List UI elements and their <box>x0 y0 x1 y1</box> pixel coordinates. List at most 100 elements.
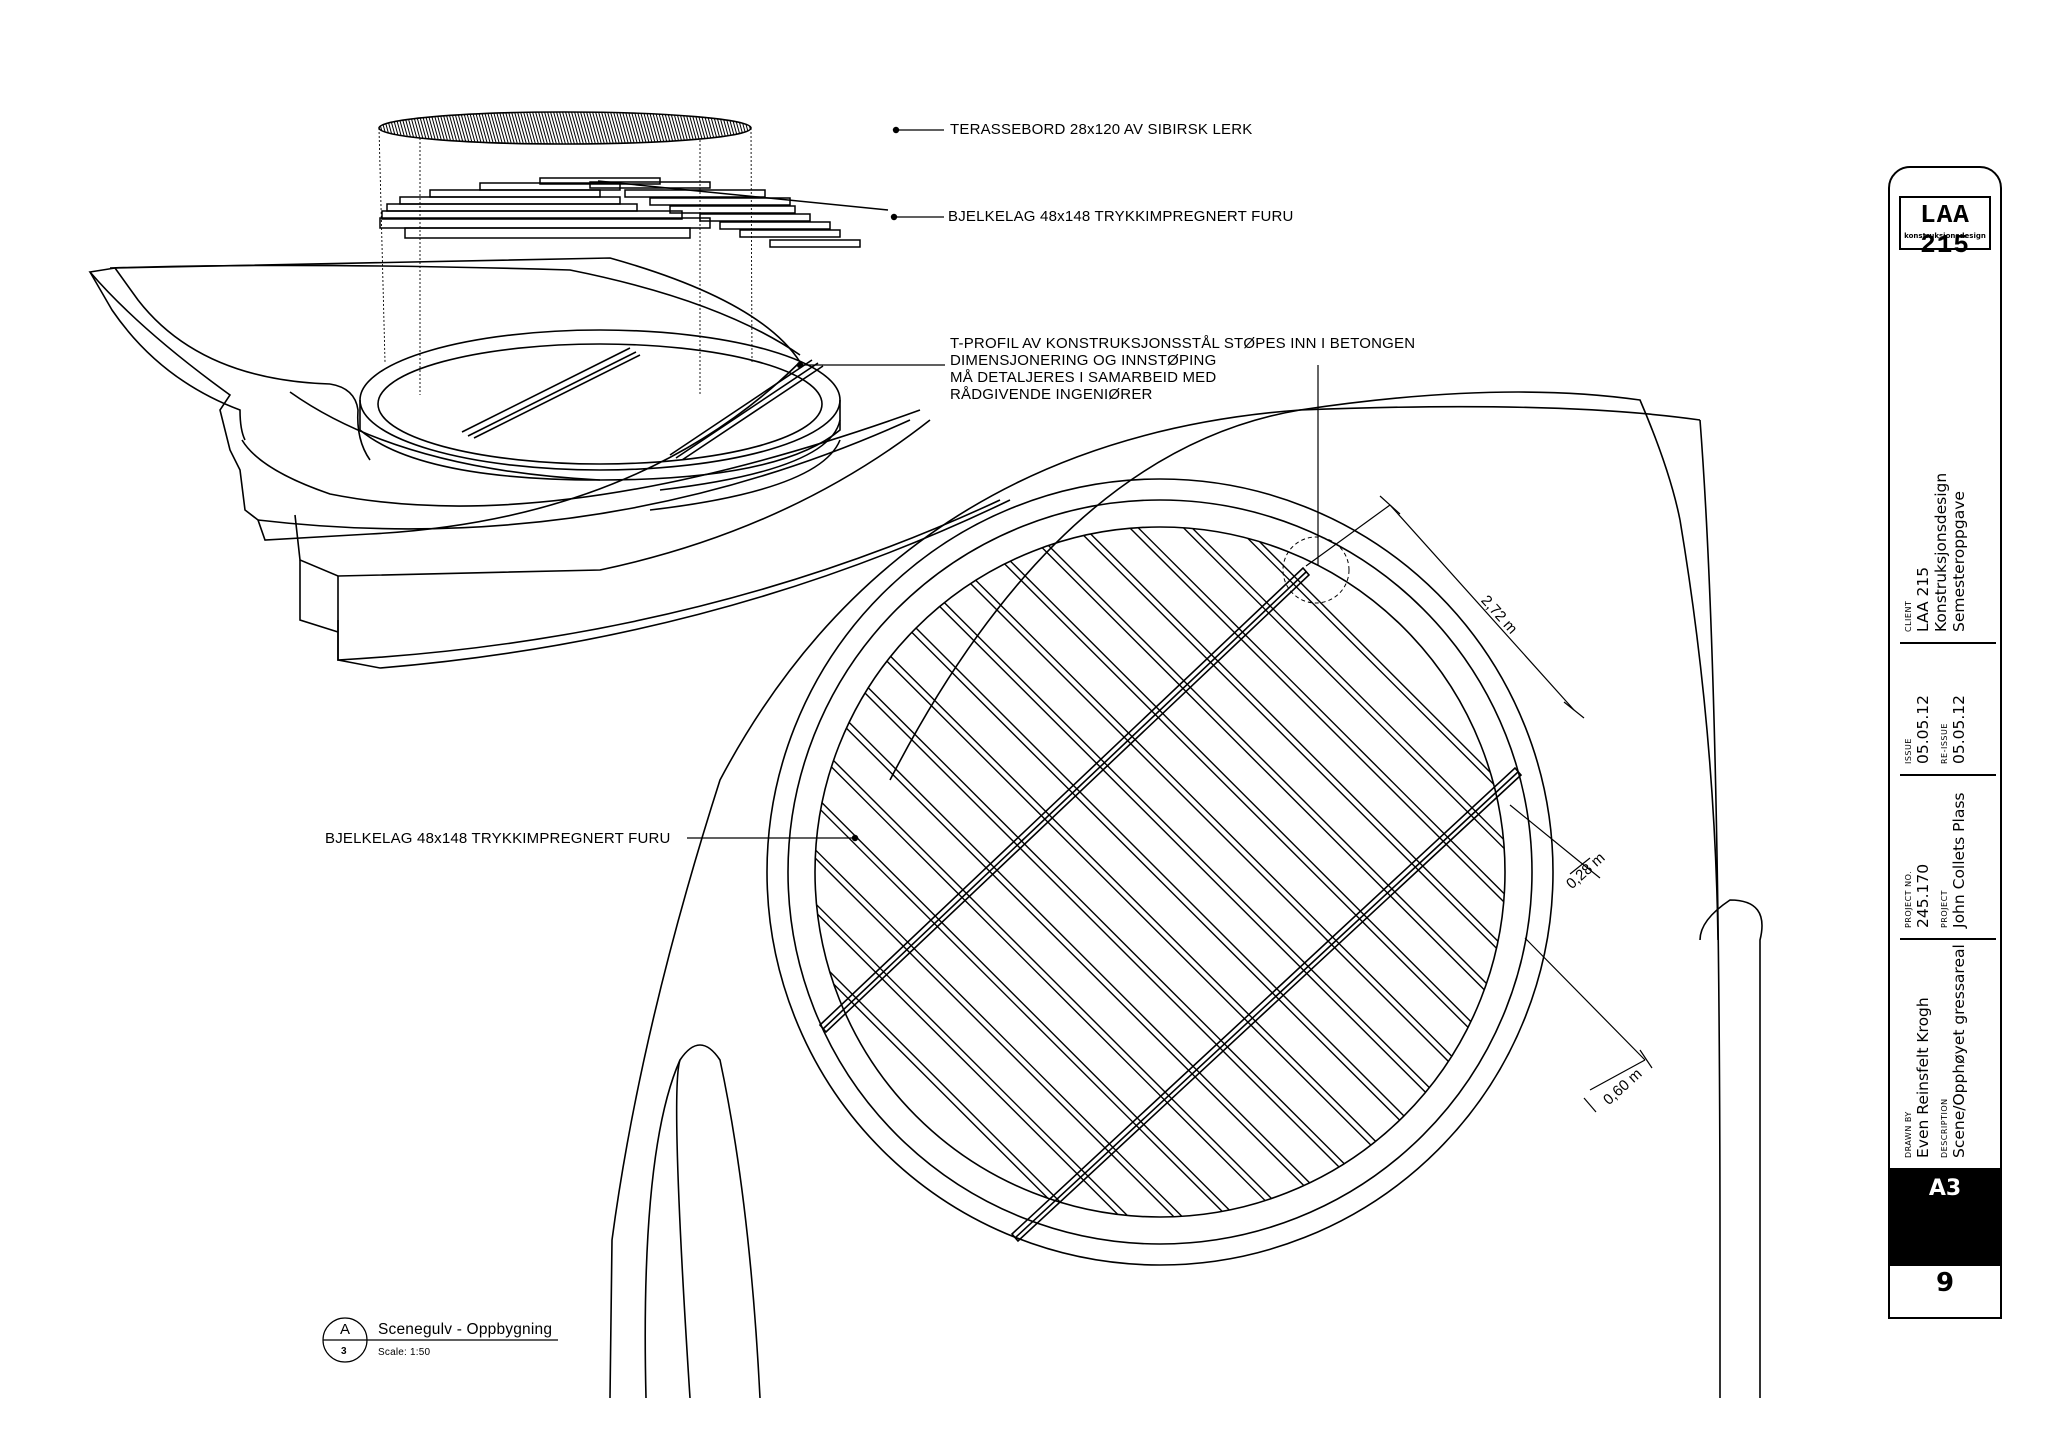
deck-hatch-line <box>495 112 507 144</box>
deck-hatch-line <box>618 112 630 144</box>
deck-hatch-line <box>555 112 567 144</box>
deck-hatch-line <box>552 112 564 144</box>
deck-hatch-line <box>621 112 633 144</box>
deck-hatch-line <box>519 112 531 144</box>
deck-board-edge <box>815 749 1283 1217</box>
deck-hatch-line <box>561 112 573 144</box>
deck-hatch-line <box>657 112 669 144</box>
deck-board-edge <box>815 723 1309 1217</box>
deck-hatch-line <box>564 112 576 144</box>
project-name: John Collets Plass <box>1950 792 1968 928</box>
deck-hatch-line <box>760 110 770 146</box>
deck-hatch-line <box>624 112 636 144</box>
joist-layer <box>379 177 889 248</box>
deck-hatch-line <box>585 112 597 144</box>
deck-hatch-line <box>462 112 474 144</box>
deck-hatch-line <box>486 112 498 144</box>
deck-board-edge <box>1037 527 1505 995</box>
deck-hatch-line <box>627 112 639 144</box>
deck-board-edge <box>815 803 1229 1217</box>
sheet-size: A3 <box>1928 1176 1962 1201</box>
deck-board-edge <box>979 527 1505 1053</box>
deck-board-edge <box>930 534 1498 1102</box>
deck-board-edge <box>984 527 1505 1048</box>
deck-hatch-line <box>579 112 591 144</box>
deck-hatch-line <box>600 112 612 144</box>
deck-board-edge <box>926 539 1493 1106</box>
deck-hatch-line <box>663 112 675 144</box>
project-no-label: PROJECT NO. <box>1904 870 1913 928</box>
deck-hatch-line <box>754 110 764 146</box>
deck-board-edge <box>953 527 1505 1079</box>
deck-hatch-line <box>528 112 540 144</box>
logo-subtext: konstruksjonsdesign <box>1904 232 1986 240</box>
deck-hatch-line <box>567 112 579 144</box>
deck-hatch-line <box>477 112 489 144</box>
drawn-by-label: DRAWN BY <box>1904 1111 1913 1158</box>
view-title: Scenegulv - Oppbygning <box>378 1321 553 1338</box>
deck-hatch-line <box>594 112 606 144</box>
deck-hatch-line <box>483 112 495 144</box>
deck-hatch-line <box>471 112 483 144</box>
sheet-size-box: A3 <box>1890 1168 2000 1266</box>
deck-hatch-line <box>513 112 525 144</box>
firm-logo: LAA 215 konstruksjonsdesign <box>1899 196 1991 260</box>
description: Scene/Opphøyet gressareal <box>1950 944 1968 1158</box>
t-profile-label-2: DIMENSJONERING OG INNSTØPING <box>950 352 1217 369</box>
deck-hatch-line <box>750 112 751 144</box>
deck-board-edge <box>1091 527 1505 941</box>
view-tag-symbol <box>322 1317 558 1363</box>
joist-label-top: BJELKELAG 48x148 TRYKKIMPREGNERT FURU <box>948 208 1294 225</box>
deck-hatch-line <box>468 112 480 144</box>
deck-hatch-line <box>525 112 537 144</box>
client-label: CLIENT <box>1904 600 1913 632</box>
deck-hatch-line <box>609 112 621 144</box>
deck-hatch-line <box>666 112 678 144</box>
deck-hatch-line <box>615 112 627 144</box>
deck-hatch-line <box>757 110 767 146</box>
deck-hatch-line <box>636 112 648 144</box>
view-scale: Scale: 1:50 <box>378 1347 431 1358</box>
reissue-label: RE-ISSUE <box>1940 723 1949 764</box>
issue-label: ISSUE <box>1904 738 1913 764</box>
deck-hatch-line <box>630 112 642 144</box>
deck-hatch-line <box>642 112 654 144</box>
deck-hatch-line <box>507 112 519 144</box>
leader-dots <box>796 126 900 842</box>
deck-hatch-line <box>645 112 657 144</box>
deck-hatch-line <box>573 112 585 144</box>
divider-project <box>1900 938 1996 940</box>
dimension-lines <box>1305 495 1653 1113</box>
deck-board-edge <box>815 807 1225 1217</box>
deck-board-edge <box>815 669 1363 1217</box>
deck-board-edge <box>1060 527 1505 972</box>
logo-text: LAA 215 <box>1920 200 1970 260</box>
description-label: DESCRIPTION <box>1940 1098 1949 1158</box>
deck-hatch-line <box>582 112 594 144</box>
deck-hatch-line <box>660 112 672 144</box>
deck-hatch-line <box>480 112 492 144</box>
view-tag-number: 3 <box>341 1346 347 1357</box>
deck-board-edge <box>899 566 1466 1133</box>
divider-client <box>1900 642 1996 644</box>
plan-view <box>609 365 1763 1399</box>
sheet-number: 9 <box>1935 1268 1955 1298</box>
project-label: PROJECT <box>1940 889 1949 928</box>
deck-board-edge <box>957 527 1505 1075</box>
deck-hatch-line <box>537 112 549 144</box>
deck-hatch-line <box>639 112 651 144</box>
drawn-by: Even Reinsfelt Krogh <box>1914 997 1932 1158</box>
deck-board-edge <box>845 619 1413 1187</box>
deck-hatch-line <box>504 112 516 144</box>
deck-hatch-line <box>570 112 582 144</box>
deck-board-edge <box>1064 527 1505 968</box>
reissue-date: 05.05.12 <box>1950 694 1968 764</box>
client-line-1: LAA 215 <box>1914 566 1932 632</box>
deck-hatch-line <box>474 112 486 144</box>
t-profile-label-3: MÅ DETALJERES I SAMARBEID MED <box>950 369 1217 386</box>
deck-hatch-line <box>522 112 534 144</box>
deck-board-edge <box>849 615 1417 1183</box>
deck-board-edge <box>822 642 1390 1210</box>
deck-hatch-line <box>531 112 543 144</box>
